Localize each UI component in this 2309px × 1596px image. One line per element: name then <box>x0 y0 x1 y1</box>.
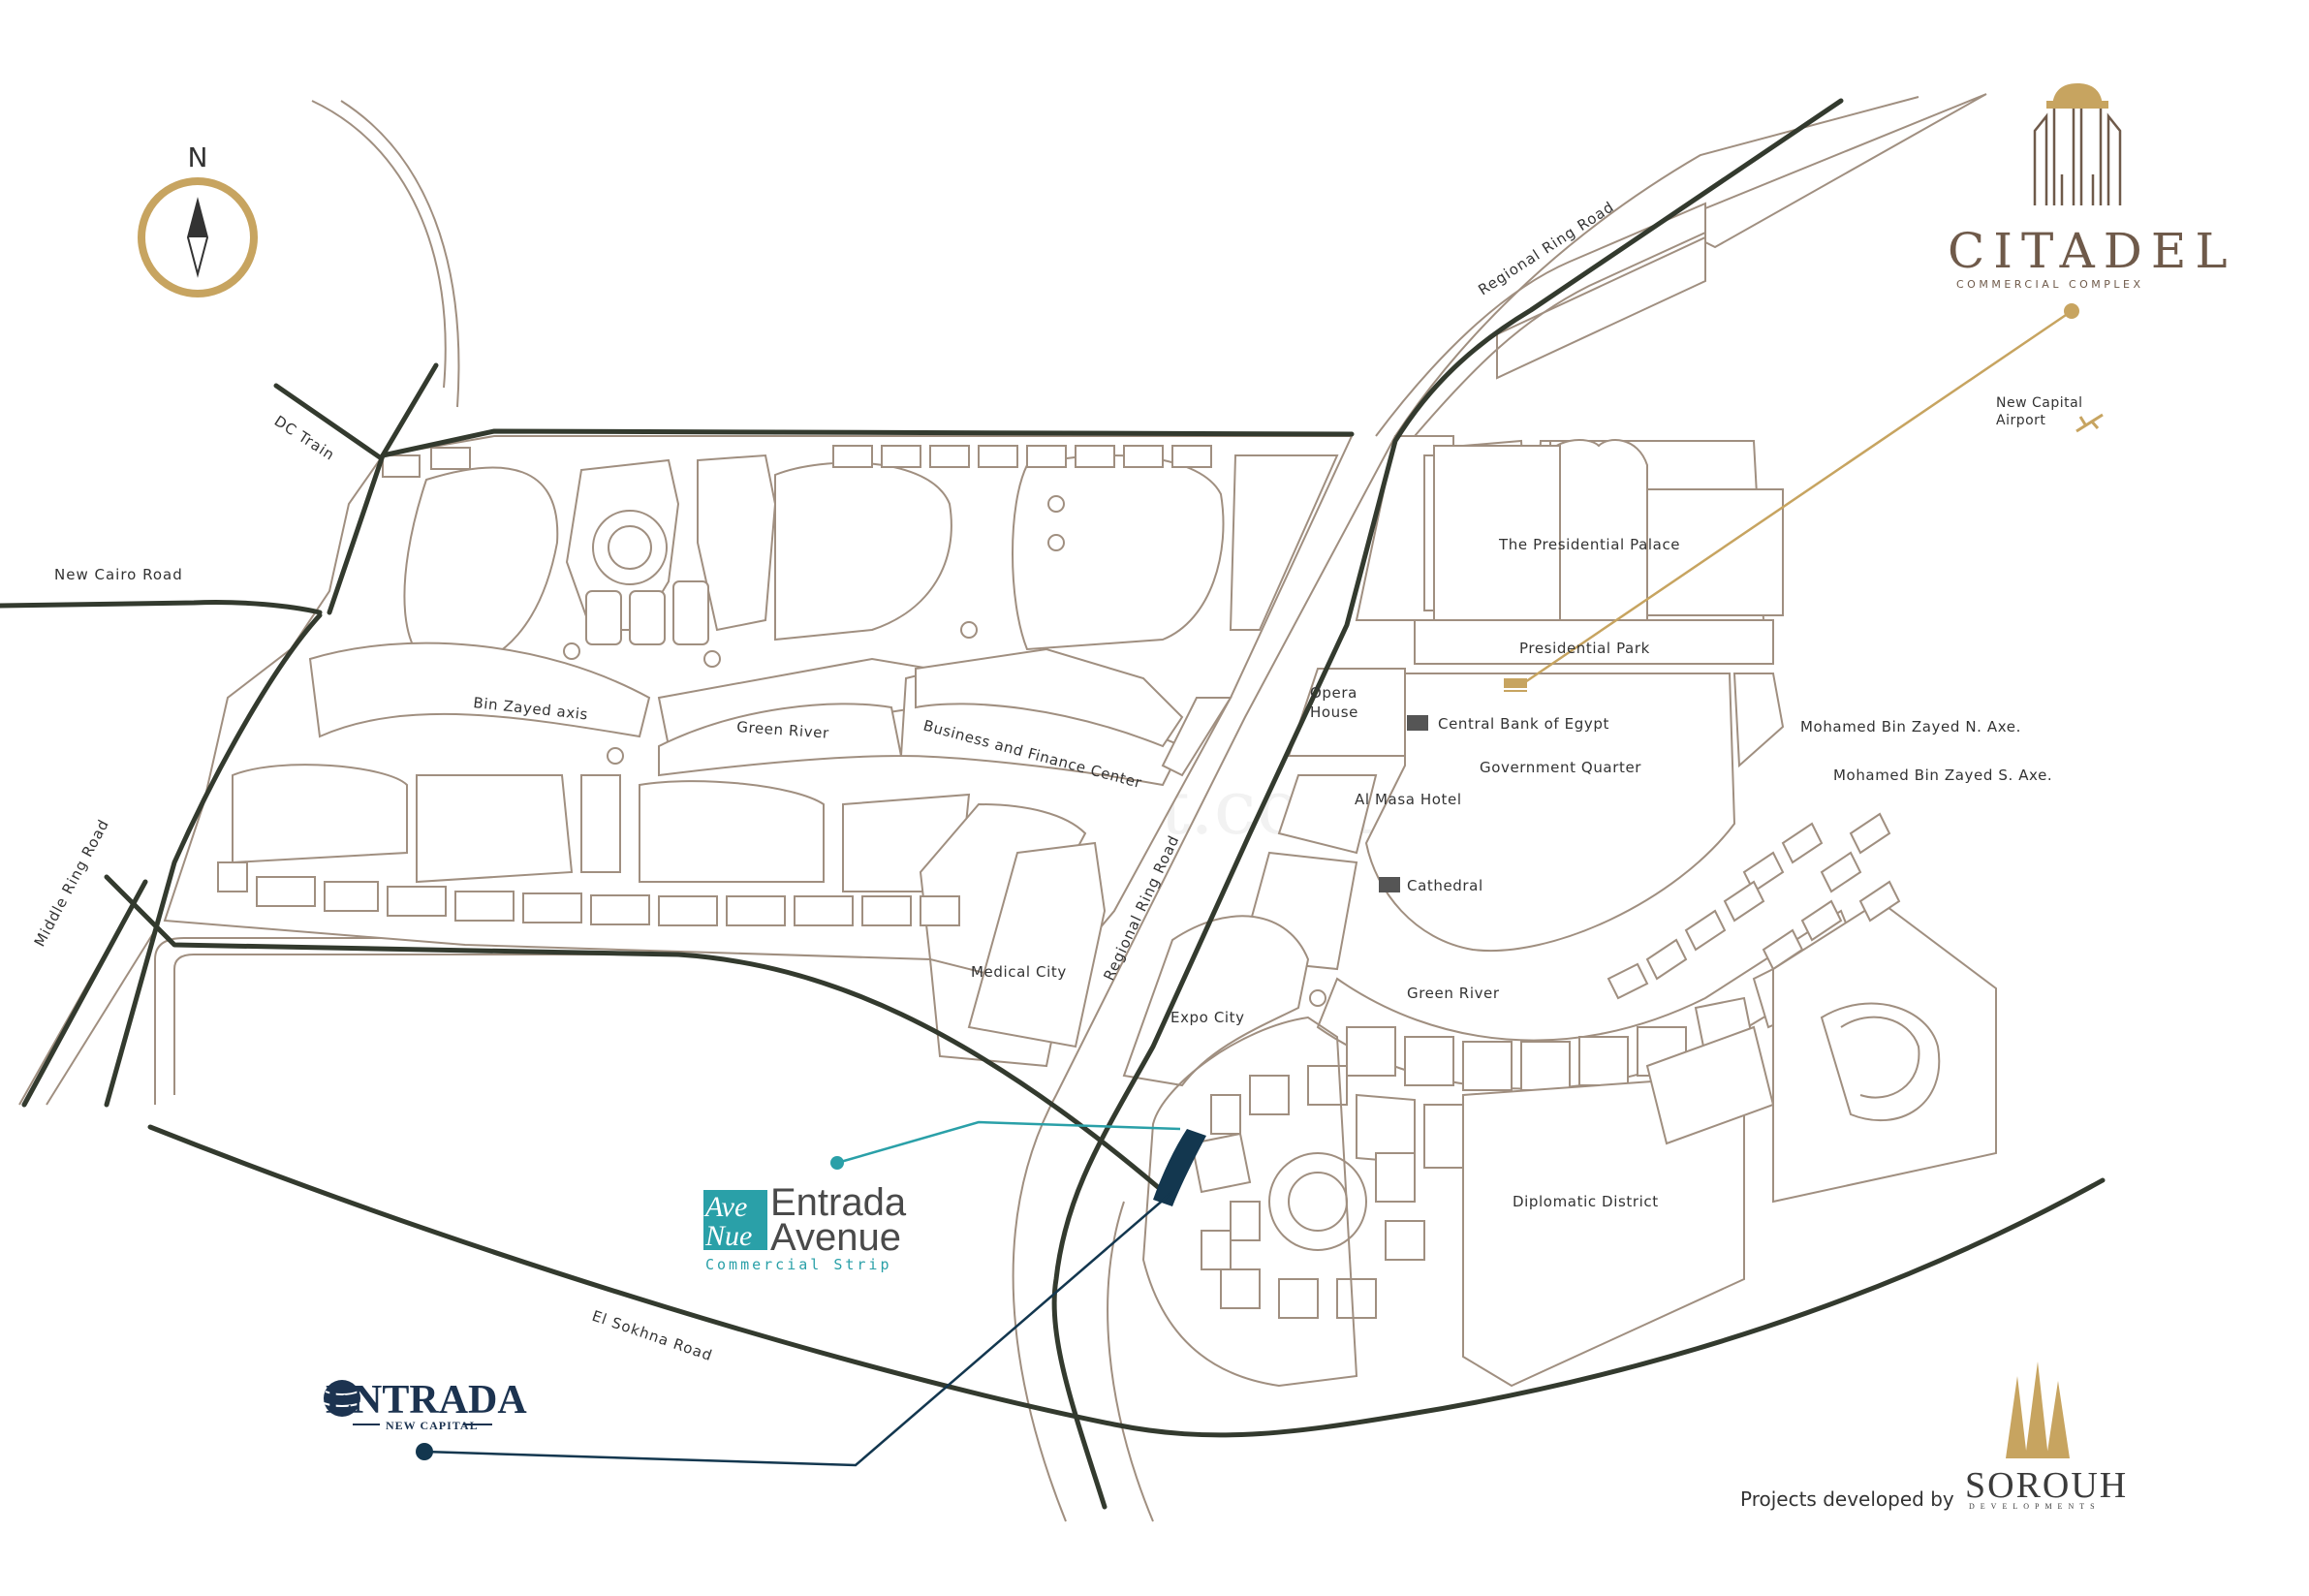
label-cathedral: Cathedral <box>1407 877 1483 894</box>
entrada-logo-subtitle: NEW CAPITAL <box>386 1419 479 1432</box>
citadel-building-icon <box>2033 105 2122 205</box>
label-airport-2: Airport <box>1996 413 2045 428</box>
entrada-avenue-logo-mark: Ave <box>703 1191 747 1223</box>
compass: N <box>138 141 258 297</box>
entrada-avenue-title-2: Avenue <box>770 1216 901 1259</box>
main-roads <box>0 98 2106 1510</box>
secondary-roads <box>18 93 1987 1522</box>
label-al-masa-hotel: Al Masa Hotel <box>1355 791 1462 808</box>
citadel-subtitle: COMMERCIAL COMPLEX <box>1956 278 2144 291</box>
label-mbz-north-axe: Mohamed Bin Zayed N. Axe. <box>1800 718 2021 735</box>
entrada-avenue-subtitle: Commercial Strip <box>705 1256 892 1273</box>
entrada-avenue-logo: Ave Nue Entrada Avenue Commercial Strip <box>703 1181 907 1273</box>
entrada-avenue-logo-mark-2: Nue <box>704 1220 752 1252</box>
entrada-leader-dot <box>416 1443 433 1460</box>
entrada-avenue-leader-dot <box>830 1156 844 1170</box>
leader-lines <box>416 303 2079 1467</box>
landmark-markers <box>1153 678 1527 1206</box>
label-diplomatic-district: Diplomatic District <box>1513 1193 1659 1210</box>
citadel-title: CITADEL <box>1948 223 2236 279</box>
citadel-site-marker[interactable] <box>1504 678 1527 688</box>
compass-needle-icon <box>186 197 209 278</box>
airplane-icon <box>2075 413 2104 433</box>
label-middle-ring-road: Middle Ring Road <box>31 816 113 950</box>
label-airport: New Capital <box>1996 395 2083 411</box>
sorouh-towers-icon <box>2006 1361 2070 1458</box>
label-medical-city: Medical City <box>971 963 1067 981</box>
central-bank-marker <box>1407 715 1428 731</box>
entrada-new-capital-logo: ENTRADA NEW CAPITAL <box>323 1378 527 1432</box>
label-presidential-palace: The Presidential Palace <box>1498 536 1680 553</box>
cathedral-marker <box>1379 877 1400 892</box>
label-new-cairo-road: New Cairo Road <box>54 566 183 583</box>
entrada-avenue-site-marker[interactable] <box>1153 1129 1206 1206</box>
sorouh-subtitle: DEVELOPMENTS <box>1969 1502 2101 1511</box>
label-expo-city: Expo City <box>1170 1009 1245 1026</box>
label-government-quarter: Government Quarter <box>1480 759 1641 776</box>
label-central-bank: Central Bank of Egypt <box>1438 715 1609 733</box>
compass-north-label: N <box>188 141 208 173</box>
western-district-blocks <box>163 435 1354 1068</box>
label-opera-house: Opera <box>1310 684 1357 702</box>
entrada-avenue-title: Entrada <box>770 1181 907 1224</box>
sorouh-name: SOROUH <box>1965 1465 2128 1506</box>
entrada-logo-text: ENTRADA <box>326 1378 527 1423</box>
label-opera-house-2: House <box>1310 704 1358 721</box>
citadel-logo: CITADEL COMMERCIAL COMPLEX <box>1948 83 2236 291</box>
sorouh-logo: Projects developed by SOROUH DEVELOPMENT… <box>1740 1361 2128 1511</box>
southeast-district-blocks <box>1122 812 1997 1388</box>
entrada-globe-icon <box>324 1380 360 1417</box>
label-presidential-park: Presidential Park <box>1519 640 1650 657</box>
label-green-river-east: Green River <box>1407 985 1500 1002</box>
compass-ring <box>138 177 258 297</box>
citadel-leader-dot <box>2064 303 2079 319</box>
developer-prefix: Projects developed by <box>1740 1487 1954 1511</box>
eastern-district-blocks <box>1238 435 1785 971</box>
label-mbz-south-axe: Mohamed Bin Zayed S. Axe. <box>1833 767 2052 784</box>
